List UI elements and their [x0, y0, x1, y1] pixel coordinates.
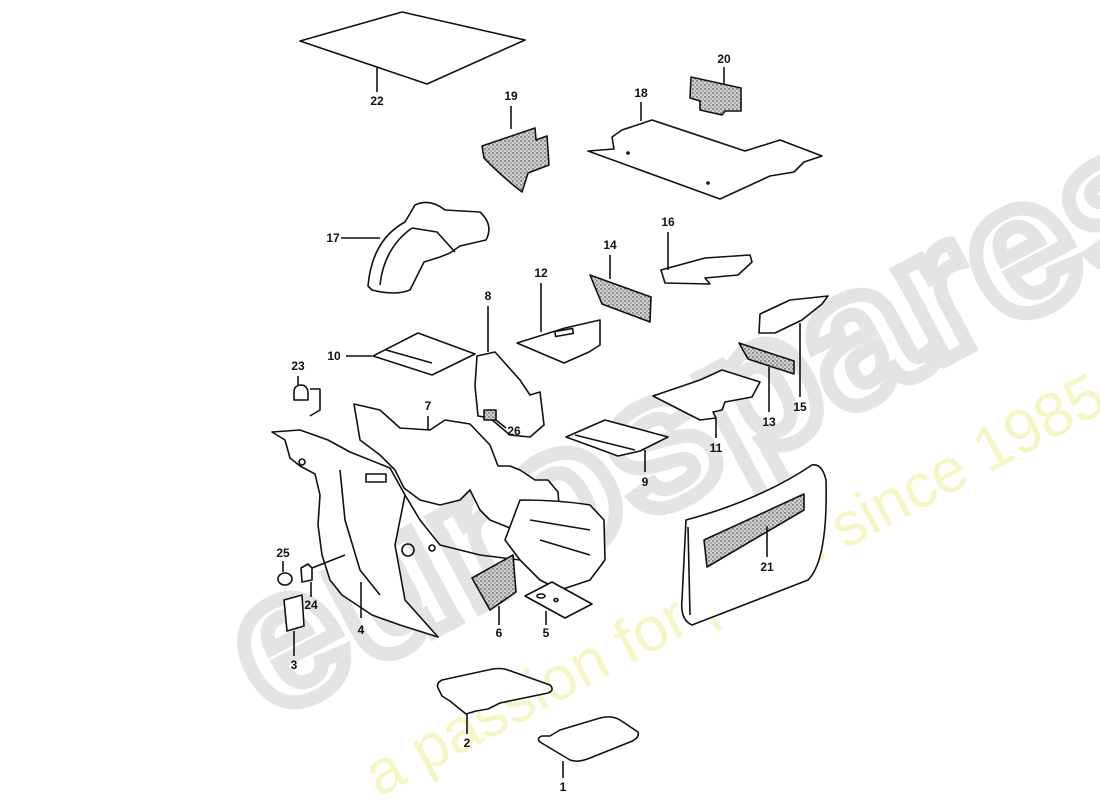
callout-13[interactable]: 13	[762, 415, 776, 429]
part-16-heat-shield[interactable]	[660, 232, 753, 285]
callout-22[interactable]: 22	[370, 94, 384, 108]
callout-10[interactable]: 10	[327, 349, 341, 363]
callout-19[interactable]: 19	[504, 89, 518, 103]
callout-1[interactable]: 1	[559, 780, 567, 794]
callout-17[interactable]: 17	[326, 231, 340, 245]
callout-20[interactable]: 20	[717, 52, 731, 66]
callout-15[interactable]: 15	[793, 400, 807, 414]
callout-18[interactable]: 18	[634, 86, 648, 100]
tunnel-insulation[interactable]	[504, 499, 606, 591]
part-13-insulation-strip[interactable]	[738, 342, 795, 412]
part-3-insulation-pad[interactable]	[283, 594, 305, 656]
part-18-floor-mat[interactable]	[587, 102, 823, 200]
callout-7[interactable]: 7	[424, 399, 432, 413]
callout-24[interactable]: 24	[304, 598, 318, 612]
callout-16[interactable]: 16	[661, 215, 675, 229]
part-9-insulation-mat[interactable]	[565, 419, 669, 472]
part-6-insulation-pad[interactable]	[471, 554, 517, 625]
part-22-roof-liner[interactable]	[299, 11, 526, 92]
callout-8[interactable]: 8	[484, 289, 492, 303]
callout-6[interactable]: 6	[495, 626, 503, 640]
callout-3[interactable]: 3	[290, 658, 298, 672]
callout-12[interactable]: 12	[534, 266, 548, 280]
callout-4[interactable]: 4	[357, 623, 365, 637]
part-17-wheel-arch-liner[interactable]	[341, 201, 490, 294]
part-25-plug[interactable]	[277, 561, 293, 586]
part-15-heat-shield[interactable]	[758, 295, 829, 397]
part-12-insulation-mat[interactable]	[516, 283, 601, 364]
callout-21[interactable]: 21	[760, 560, 774, 574]
part-14-insulation-strip[interactable]	[589, 255, 652, 323]
callout-2[interactable]: 2	[463, 736, 471, 750]
callout-26[interactable]: 26	[507, 424, 521, 438]
part-1-floor-mat[interactable]	[537, 716, 640, 778]
part-20-insulation-pad[interactable]	[689, 67, 742, 116]
part-19-insulation-panel[interactable]	[481, 106, 550, 193]
part-2-floor-mat[interactable]	[436, 667, 553, 735]
callout-23[interactable]: 23	[291, 359, 305, 373]
callout-11[interactable]: 11	[709, 441, 723, 455]
part-4-firewall-insulation[interactable]	[271, 429, 553, 638]
part-24-clip[interactable]	[300, 554, 346, 597]
part-21-door-panel[interactable]	[680, 463, 827, 626]
part-23-grommet[interactable]	[293, 376, 321, 417]
callout-5[interactable]: 5	[542, 626, 550, 640]
callout-25[interactable]: 25	[276, 546, 290, 560]
part-10-insulation-mat[interactable]	[346, 332, 476, 376]
callout-14[interactable]: 14	[603, 238, 617, 252]
part-11-floor-mat[interactable]	[652, 369, 761, 438]
part-5-grommet-plate[interactable]	[524, 581, 593, 625]
part-26-clip[interactable]	[483, 409, 507, 429]
callout-9[interactable]: 9	[641, 475, 649, 489]
